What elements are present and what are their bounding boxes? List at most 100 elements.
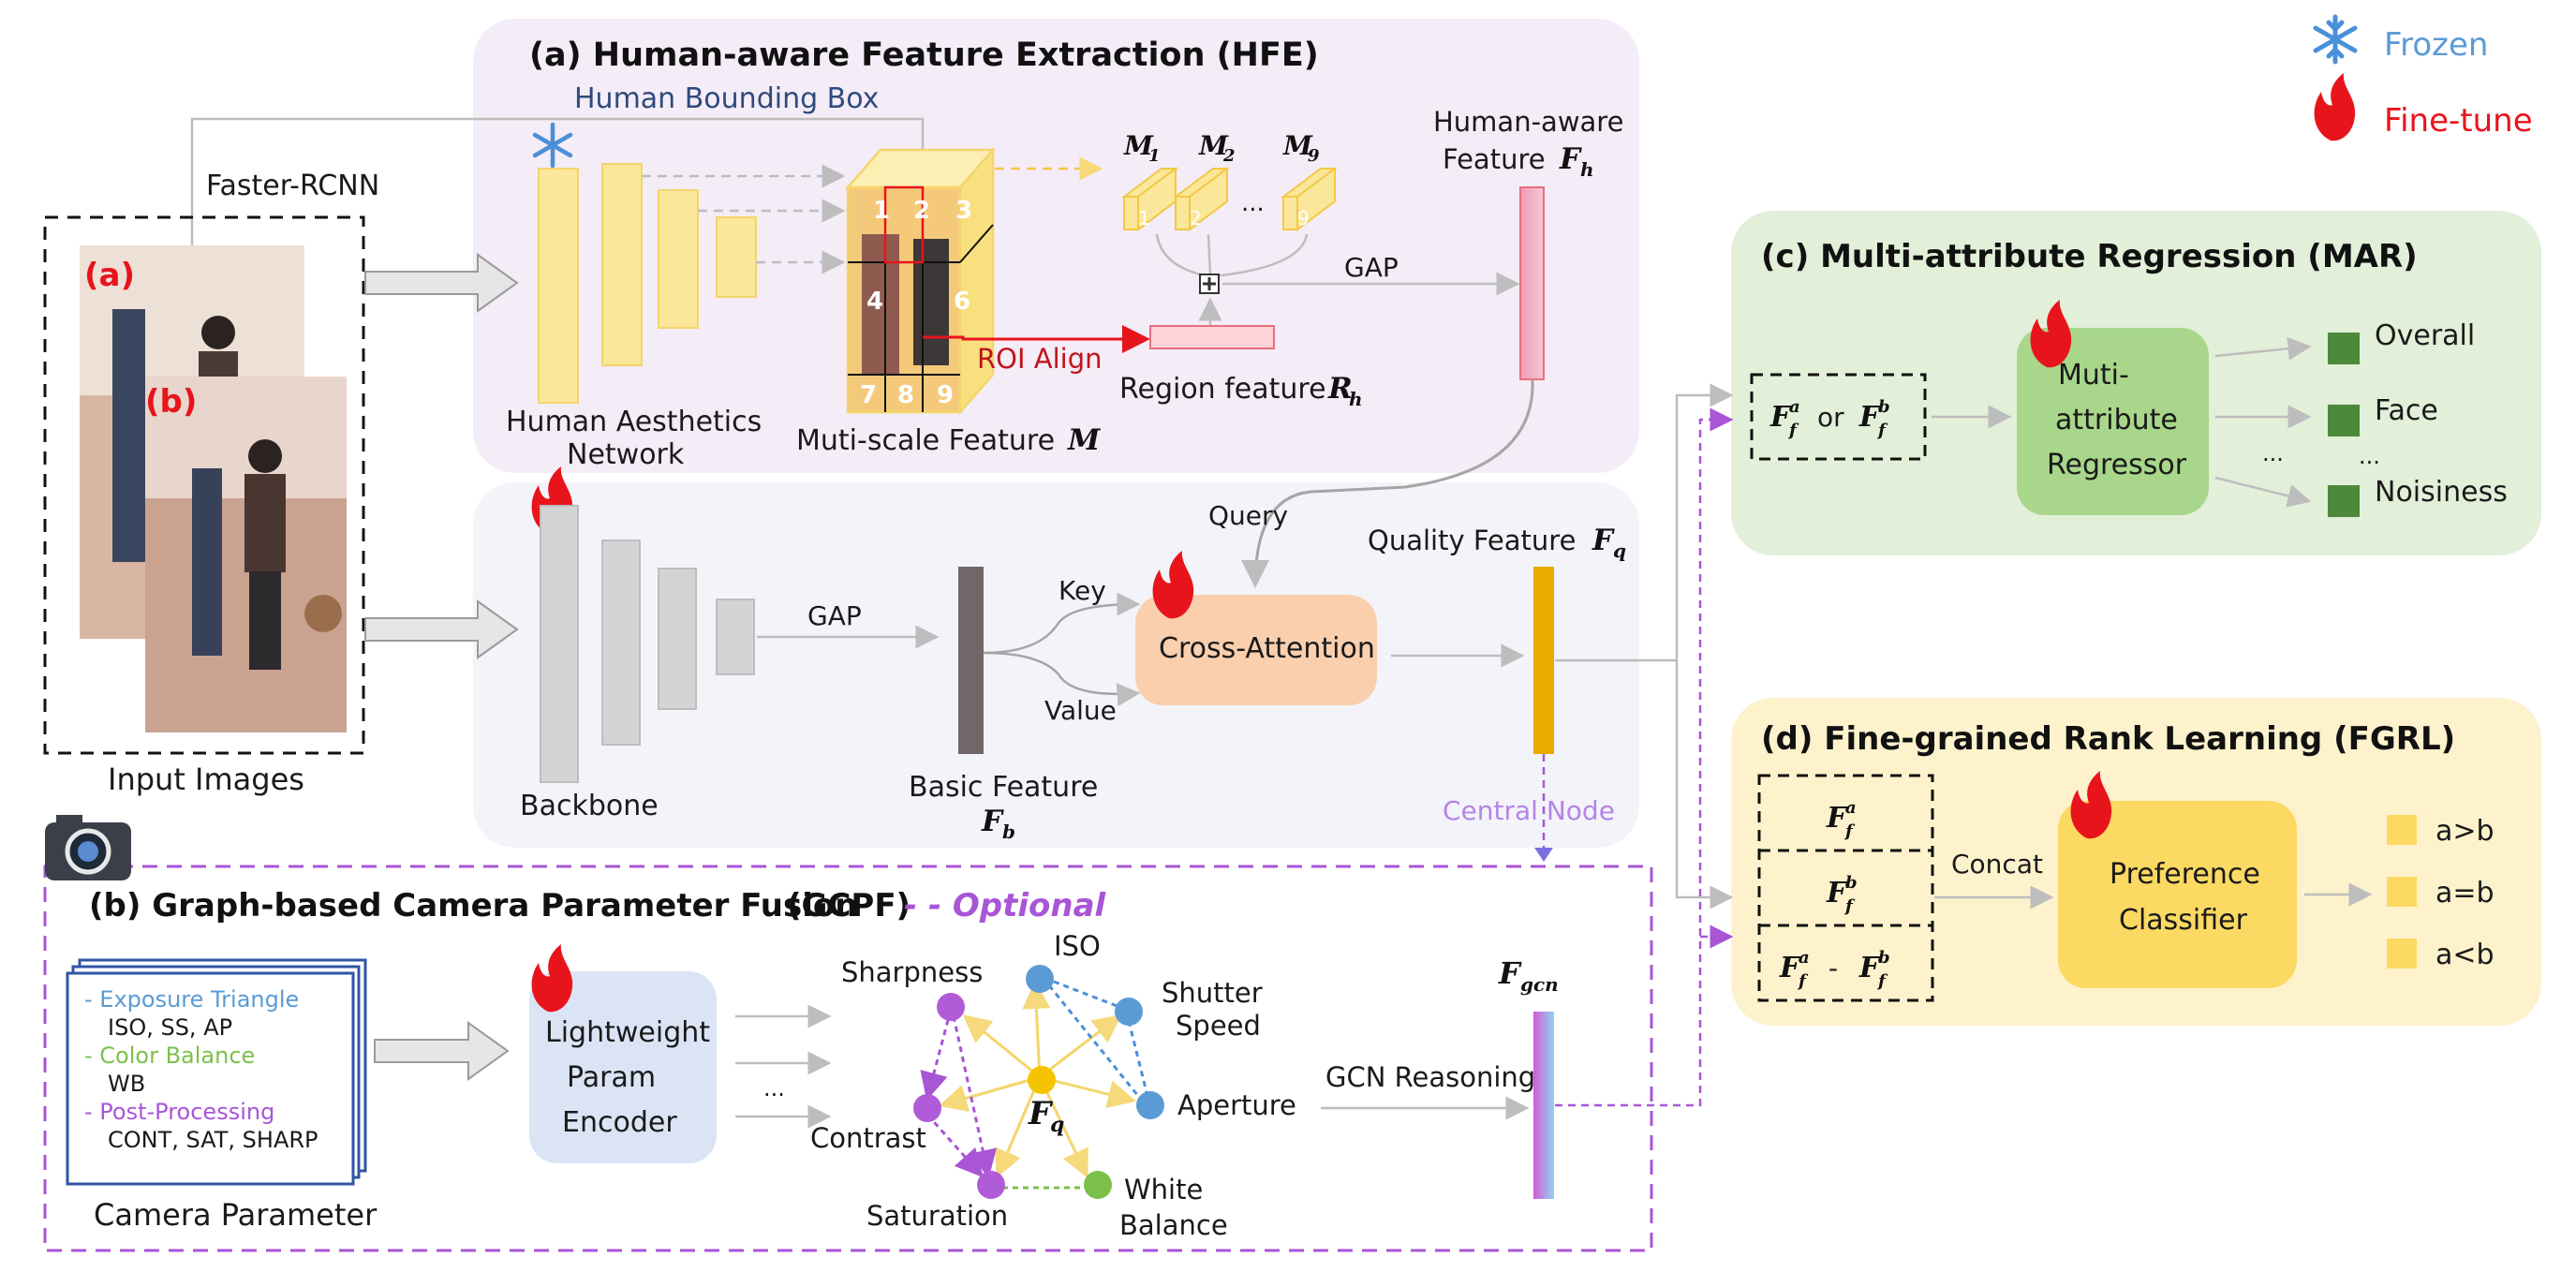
mar-input-box — [1750, 373, 1927, 461]
value-label: Value — [1044, 695, 1117, 726]
node-contrast-label: Contrast — [810, 1122, 926, 1154]
node-shutter-label-2: Speed — [1176, 1010, 1261, 1042]
mini-label-2: 2 — [1190, 207, 1202, 229]
mini-label-1: 1 — [1138, 207, 1150, 229]
regressor-box — [2017, 328, 2209, 515]
gcpf-panel — [43, 865, 1653, 1252]
node-shutter — [1115, 998, 1143, 1026]
basic-feature-label: Basic Feature — [909, 771, 1098, 804]
region-sub: h — [1349, 388, 1363, 410]
mar-ellipsis-2: ... — [2359, 443, 2380, 469]
human-feature-sub: h — [1580, 158, 1594, 181]
plus-icon — [1199, 274, 1220, 294]
fgrl-f3a-sup: a — [1799, 948, 1810, 968]
multiscale-feature-cube — [845, 146, 996, 416]
mar-output-marker-noisiness — [2328, 485, 2360, 517]
human-feature-bar — [1519, 186, 1545, 380]
node-sharpness-label: Sharpness — [841, 956, 983, 988]
human-feature-label-1: Human-aware — [1433, 106, 1623, 138]
classifier-fire-icon — [2070, 771, 2112, 839]
fgrl-f2: F — [1826, 877, 1849, 910]
grid-7: 7 — [860, 381, 877, 409]
hfe-title: (a) Human-aware Feature Extraction (HFE) — [529, 37, 1319, 74]
hfe-gap-label: GAP — [1344, 252, 1399, 283]
human-aesthetics-network — [538, 163, 757, 404]
param-post-name: - Post-Processing — [84, 1099, 274, 1125]
quality-feature-symbol: F — [1591, 524, 1615, 557]
mar-input-sup-a: a — [1789, 397, 1800, 417]
region-symbol: R — [1327, 372, 1353, 406]
network-label-1: Human Aesthetics — [506, 406, 762, 438]
legend-frozen: Frozen — [2384, 26, 2488, 64]
mini-label-9: 9 — [1297, 207, 1310, 229]
region-maps — [1121, 167, 1338, 231]
param-exposure-values: ISO, SS, AP — [108, 1014, 232, 1041]
legend-finetune: Fine-tune — [2384, 102, 2533, 140]
fgrl-f3b: F — [1858, 952, 1882, 984]
region-feature-bar — [1149, 325, 1275, 349]
roi-align-label: ROI Align — [977, 343, 1103, 375]
backbone — [540, 505, 755, 783]
encoder-ellipsis: ... — [763, 1075, 785, 1102]
basic-feature-symbol: F — [981, 805, 1004, 838]
node-shutter-label-1: Shutter — [1162, 977, 1263, 1009]
image-a-label: (a) — [84, 257, 135, 294]
gcn-reasoning-label: GCN Reasoning — [1325, 1061, 1535, 1093]
fgrl-f2-sup: b — [1845, 873, 1858, 893]
cross-attention-label: Cross-Attention — [1159, 632, 1375, 665]
image-b — [145, 377, 347, 732]
encoder-label-3: Encoder — [562, 1106, 677, 1139]
grid-4: 4 — [866, 288, 883, 316]
node-aperture-label: Aperture — [1177, 1089, 1296, 1121]
param-post-values: CONT, SAT, SHARP — [108, 1127, 318, 1153]
fgrl-title: (d) Fine-grained Rank Learning (FGRL) — [1761, 720, 2455, 758]
encoder-label-2: Param — [567, 1061, 656, 1094]
grid-2: 2 — [913, 197, 930, 225]
central-node-label: Central Node — [1443, 795, 1615, 826]
fgrl-output-marker-eq — [2387, 877, 2417, 907]
input-images-frame — [43, 215, 365, 755]
fgrl-f3b-sup: b — [1878, 948, 1890, 968]
camera-param-caption: Camera Parameter — [94, 1197, 378, 1233]
m2-sub: 2 — [1222, 146, 1236, 166]
m1-symbol: M — [1123, 130, 1154, 161]
mar-title: (c) Multi-attribute Regression (MAR) — [1761, 238, 2418, 275]
basic-feature-bar — [958, 567, 984, 754]
cross-attention-box — [1135, 595, 1377, 705]
mar-input-f2: F — [1858, 401, 1882, 434]
gcpf-optional: - - Optional — [904, 887, 1107, 924]
mar-output-noisiness: Noisiness — [2375, 476, 2508, 509]
multiscale-symbol: M — [1067, 423, 1102, 457]
fire-icon — [2314, 73, 2356, 141]
gcn-symbol: F — [1498, 955, 1522, 991]
input-images-caption: Input Images — [108, 762, 304, 797]
frozen-snowflake-icon — [532, 122, 573, 169]
region-label: Region feature — [1119, 373, 1326, 406]
regressor-label-1: Muti- — [2058, 359, 2129, 392]
mar-output-face: Face — [2375, 394, 2438, 427]
fgrl-output-eq: a=b — [2435, 877, 2495, 910]
quality-feature-bar — [1533, 567, 1554, 754]
node-white-balance — [1084, 1171, 1112, 1199]
fgrl-output-gt: a>b — [2435, 815, 2495, 848]
fgrl-output-marker-gt — [2387, 815, 2417, 845]
encoder-fire-icon — [531, 944, 573, 1013]
backbone-label: Backbone — [520, 790, 659, 822]
fgrl-input-box — [1757, 774, 1934, 1002]
fgrl-minus: - — [1828, 953, 1838, 984]
node-wb-label-1: White — [1124, 1174, 1203, 1205]
node-center-sub: q — [1050, 1113, 1064, 1137]
classifier-label-2: Classifier — [2119, 904, 2248, 937]
backbone-gap-label: GAP — [807, 600, 862, 631]
camera-param-stack — [66, 958, 367, 1186]
snowflake-icon — [2313, 14, 2358, 65]
regressor-label-2: attribute — [2055, 404, 2178, 436]
fgrl-output-marker-lt — [2387, 939, 2417, 969]
param-color-name: - Color Balance — [84, 1043, 255, 1069]
mar-output-marker-overall — [2328, 333, 2360, 364]
key-label: Key — [1059, 575, 1106, 606]
m-ellipsis: ... — [1241, 189, 1265, 217]
param-encoder-box — [529, 971, 717, 1163]
grid-6: 6 — [954, 288, 970, 316]
bbox-label: Human Bounding Box — [574, 82, 879, 115]
